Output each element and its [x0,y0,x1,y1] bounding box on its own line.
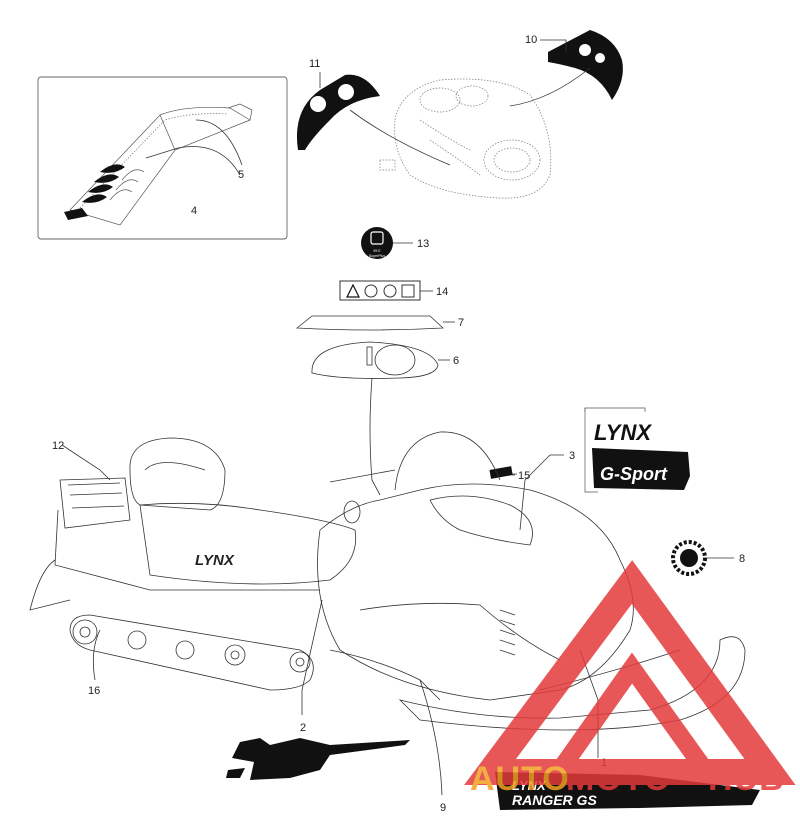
gauge-hole-a [579,44,591,56]
seat-inset-frame [37,76,288,240]
callout-14: 14 [436,286,448,298]
watermark-text-hub: HUB [708,760,785,798]
callout-7: 7 [458,317,464,329]
callout-11: 11 [309,58,320,70]
side-brand-text: LYNX [195,552,235,569]
callout-8: 8 [739,553,745,565]
gauge-decal-10 [548,30,623,100]
warning-decal-14 [339,280,421,301]
callout-6: 6 [453,355,459,367]
callout-12: 12 [52,440,64,452]
watermark-triangle [464,560,796,785]
instrument-cluster-outline [379,78,552,199]
gauge-hole-left [310,96,326,112]
windshield-slot [366,346,373,366]
model-decal-text: RANGER GS [512,792,597,808]
watermark-text-auto: AUTO [470,760,570,798]
snowmobile-outline: LYNX [29,431,746,731]
callout-16: 16 [88,685,100,697]
gauge-hole-b [595,53,605,63]
callout-15: 15 [518,470,530,482]
fuel-decal-line2: SuperPlus [369,254,385,258]
brand-decal-text: LYNX [594,420,652,445]
callout-4: 4 [191,205,197,217]
callout-10: 10 [525,34,537,46]
callout-3: 3 [569,450,575,462]
side-decal-9 [232,738,410,780]
callout-13: 13 [417,238,429,250]
callout-2: 2 [300,722,306,734]
watermark-logo: AUTO MOTO HUB [464,560,796,798]
windshield-circle [374,344,416,376]
watermark-text-moto: MOTO [566,760,671,798]
gear-emblem-center [680,549,698,567]
callout-9: 9 [440,802,446,814]
gear-emblem-8 [671,540,707,576]
gauge-decal-11 [296,74,380,150]
brand-decal-dark-text: G-Sport [600,464,668,484]
strip-decal-7 [295,315,444,331]
fuel-decal-line1: 95 E [373,249,381,253]
fuel-can-icon [370,231,384,245]
windshield-decal-6 [311,341,439,379]
side-decal-9-tail [226,768,245,778]
callout-5: 5 [238,169,244,181]
leader-lines [61,39,734,796]
badge-decal-15 [489,466,513,479]
seat-cover-decal-drawing [64,103,253,226]
watermark-inner-triangle [552,652,713,776]
gauge-hole-right [338,84,354,100]
brand-decal-3: LYNX G-Sport [584,407,690,493]
fuel-decal-13 [361,227,393,259]
